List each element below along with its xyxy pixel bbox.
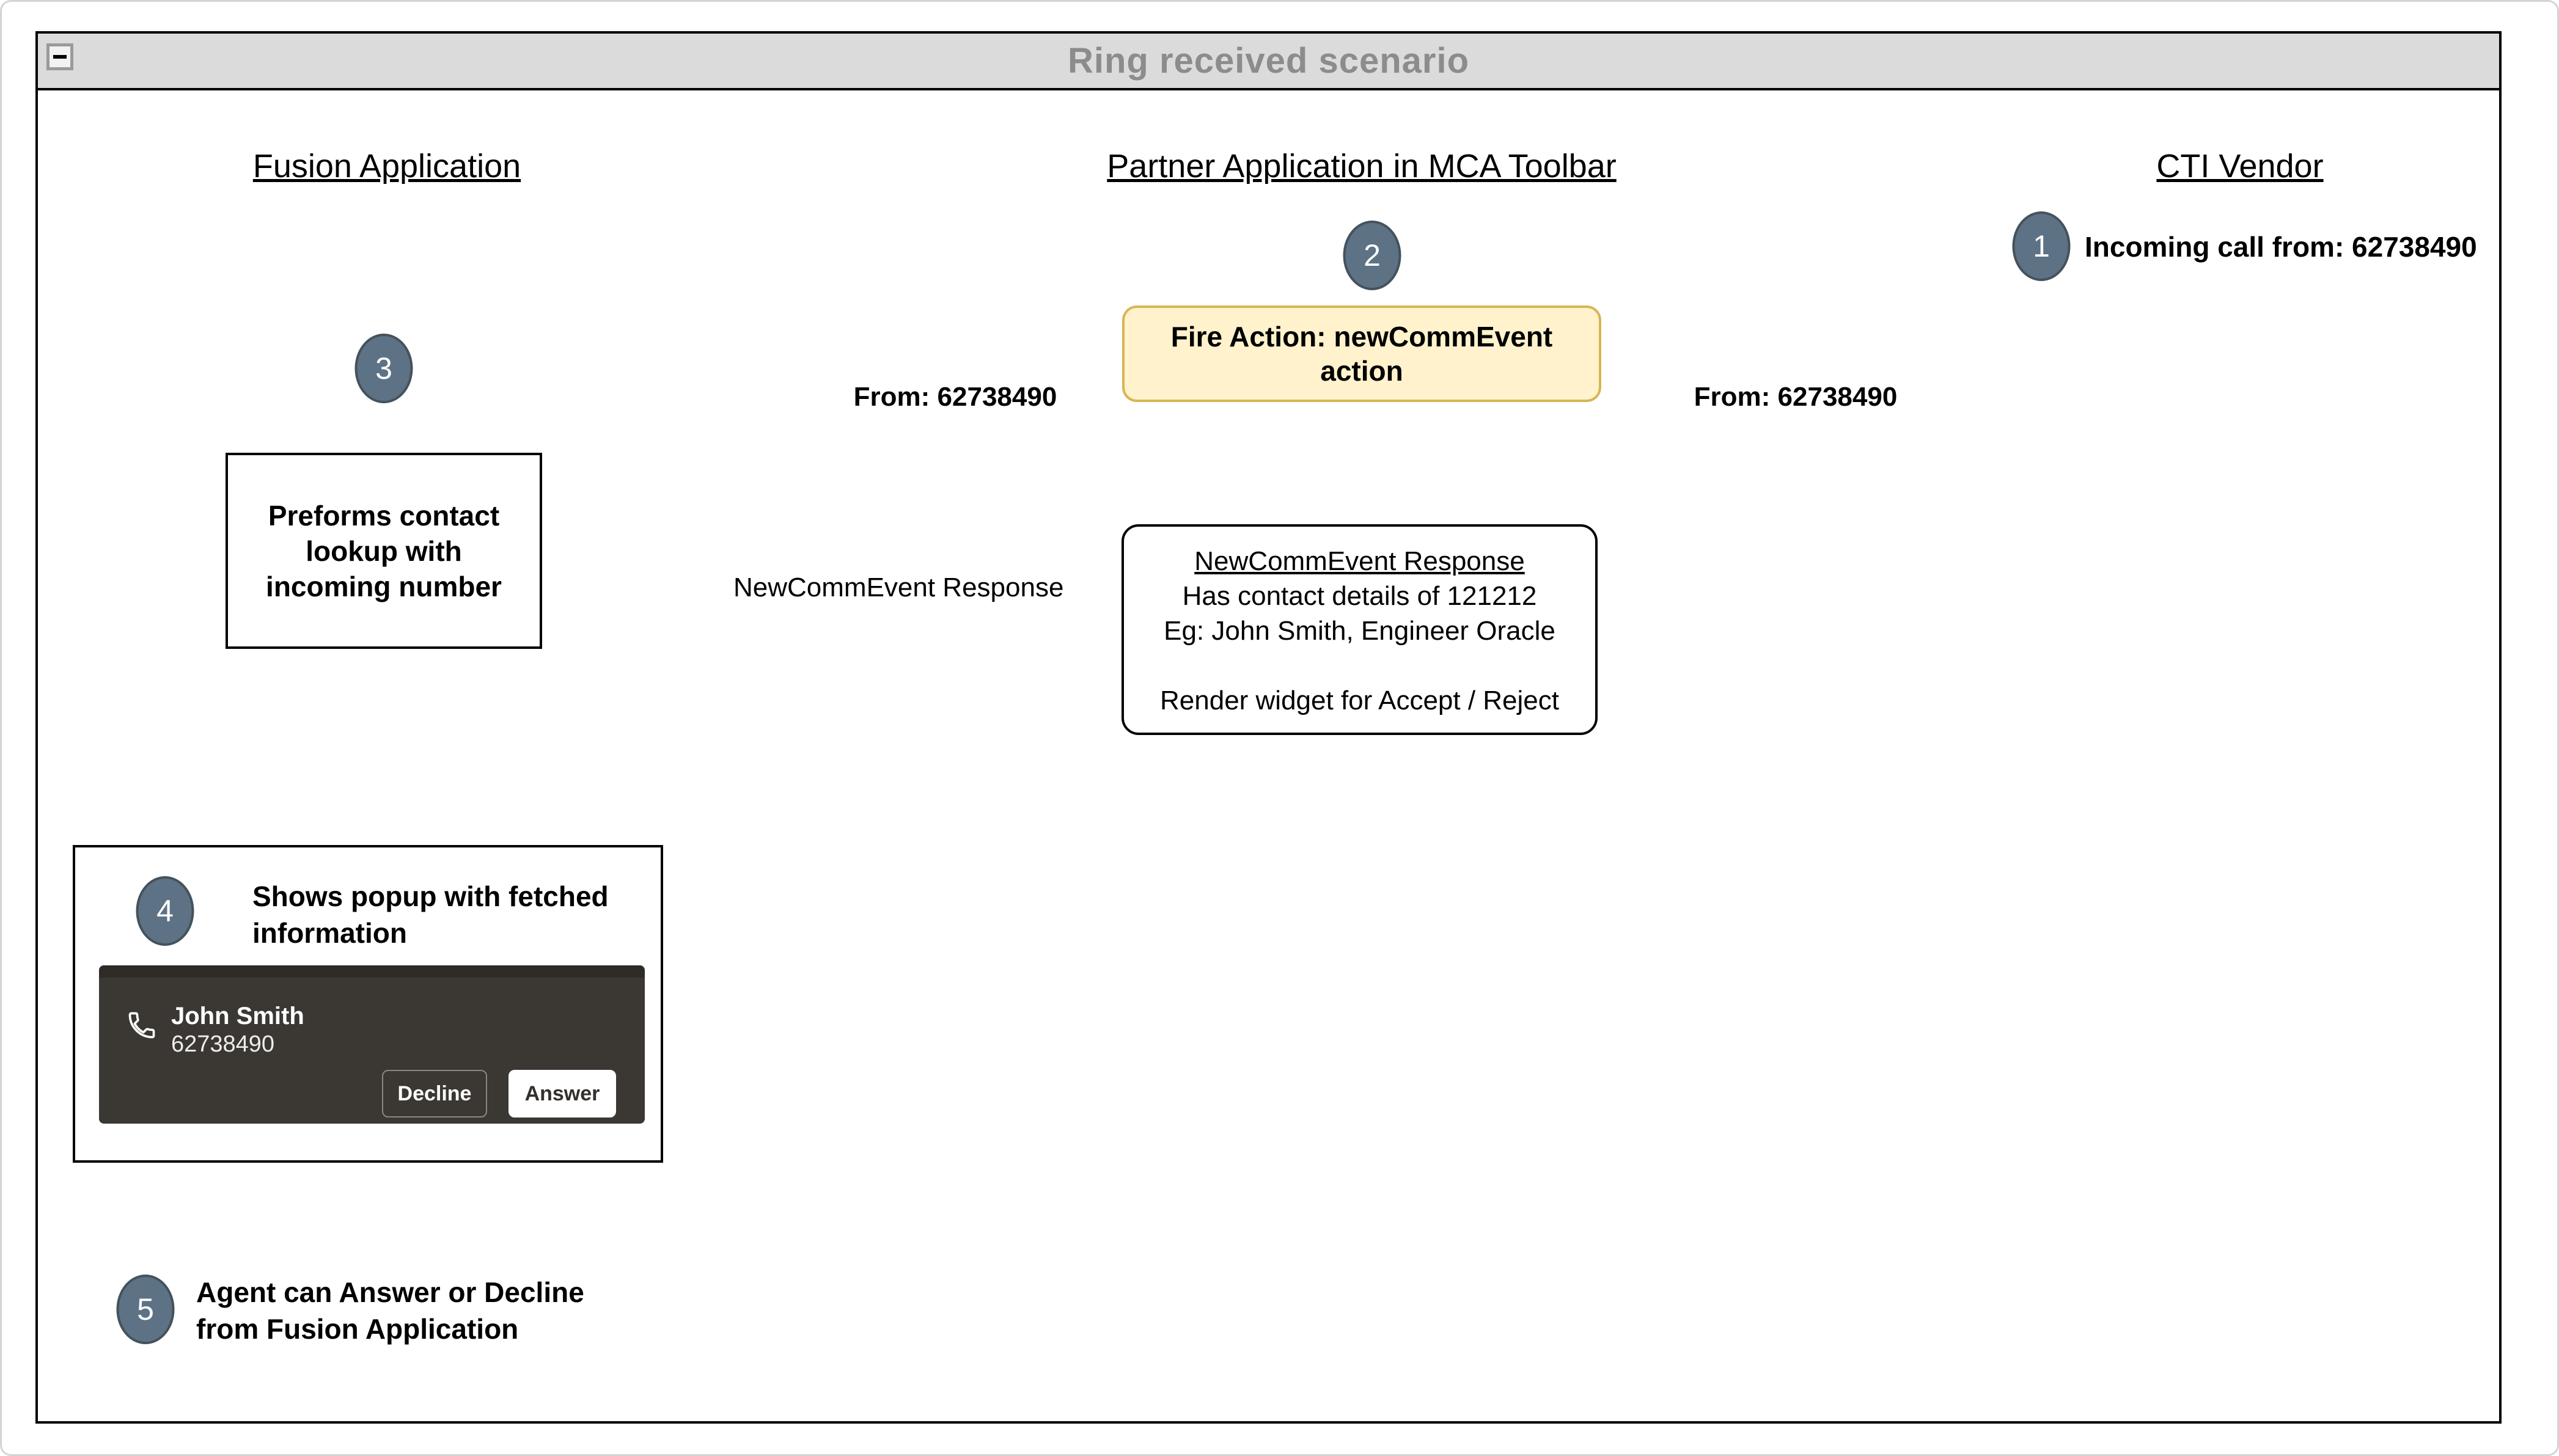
contact-lookup-text: Preforms contact lookup with incoming nu… [266,499,502,602]
response-box-title: NewCommEvent Response [1194,546,1525,576]
response-box-line2: Eg: John Smith, Engineer Oracle [1164,616,1555,646]
popup-preview-panel: 4 Shows popup with fetched information J… [73,845,663,1163]
step5-label: Agent can Answer or Decline from Fusion … [196,1276,584,1345]
minus-icon [53,55,67,59]
caller-text-block: John Smith 62738490 [171,1002,304,1058]
caller-name: John Smith [171,1003,304,1030]
step-number: 3 [375,351,392,386]
decline-button[interactable]: Decline [382,1070,487,1118]
diagram-title-bar: Ring received scenario [38,34,2499,90]
fire-action-box: Fire Action: newCommEvent action [1122,305,1601,402]
caller-number: 62738490 [171,1031,275,1057]
answer-button-label: Answer [524,1081,600,1105]
step-number: 5 [137,1292,154,1326]
collapse-button[interactable] [46,43,73,70]
incoming-call-popup: John Smith 62738490 Decline Answer [99,965,645,1124]
answer-button[interactable]: Answer [508,1070,616,1118]
newcommevent-response-box: NewCommEvent Response Has contact detail… [1122,524,1598,735]
step-circle-1: 1 [2012,211,2071,281]
step4-label: Shows popup with fetched information [252,880,609,949]
phone-handset-icon [128,1012,155,1039]
response-box-line1: Has contact details of 121212 [1182,581,1537,611]
lane-header-partner: Partner Application in MCA Toolbar [1107,148,1617,185]
response-box-spacer [1124,648,1595,683]
contact-lookup-box: Preforms contact lookup with incoming nu… [226,453,542,649]
response-box-line3: Render widget for Accept / Reject [1160,686,1559,715]
decline-button-label: Decline [397,1081,472,1105]
arrow-label-cti-to-partner: From: 62738490 [1694,382,1898,412]
lane-header-cti: CTI Vendor [2156,148,2324,185]
arrow-label-response: NewCommEvent Response [733,573,1064,602]
step1-label: Incoming call from: 62738490 [2085,231,2477,263]
diagram-title: Ring received scenario [1067,41,1470,81]
step-number: 2 [1364,238,1381,273]
step-circle-3: 3 [354,334,413,403]
step-circle-5: 5 [116,1275,175,1344]
step-circle-2: 2 [1343,221,1401,290]
step-number: 4 [156,894,174,928]
step-circle-4: 4 [136,876,194,946]
lane-header-fusion: Fusion Application [252,148,521,185]
step-number: 1 [2033,229,2050,263]
fire-action-text: Fire Action: newCommEvent action [1170,321,1553,387]
popup-top-strip [99,965,645,978]
caller-info: John Smith 62738490 [126,1002,304,1058]
arrow-label-partner-to-fusion: From: 62738490 [853,382,1057,412]
